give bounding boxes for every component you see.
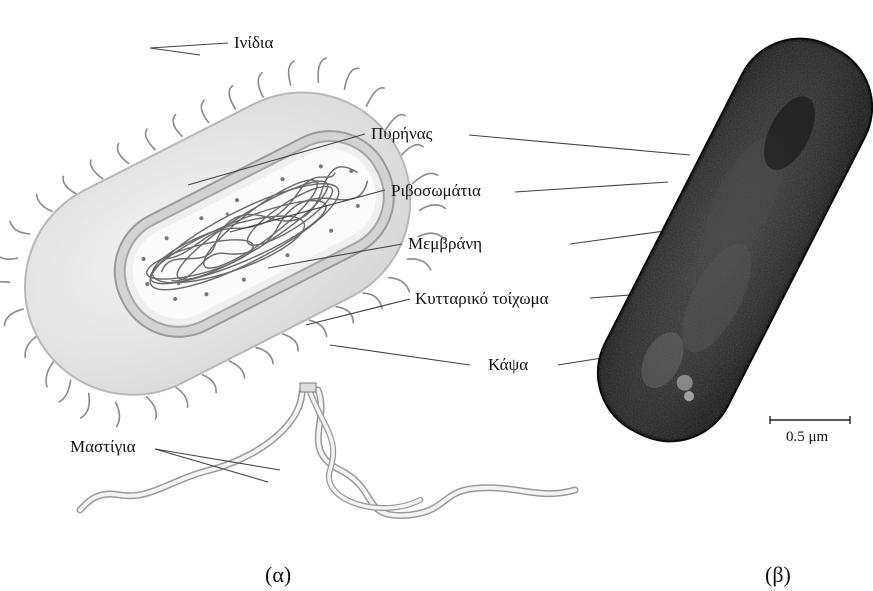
caption-b: (β) bbox=[765, 562, 791, 588]
label-ribosomes: Ριβοσωμάτια bbox=[391, 181, 481, 201]
flagella bbox=[80, 390, 575, 516]
label-capsule: Κάψα bbox=[488, 355, 528, 375]
scale-bar bbox=[770, 416, 850, 424]
label-flagella: Μαστίγια bbox=[70, 437, 136, 457]
label-membrane: Μεμβράνη bbox=[408, 234, 482, 254]
label-cell-wall: Κυτταρικό τοίχωμα bbox=[415, 289, 549, 309]
electron-micrograph bbox=[577, 18, 873, 463]
label-pili: Ινίδια bbox=[234, 33, 273, 53]
caption-a: (α) bbox=[265, 562, 291, 588]
scale-bar-label: 0.5 μm bbox=[786, 428, 828, 446]
label-nucleoid: Πυρήνας bbox=[371, 124, 432, 144]
flagellum-hook bbox=[300, 383, 316, 392]
